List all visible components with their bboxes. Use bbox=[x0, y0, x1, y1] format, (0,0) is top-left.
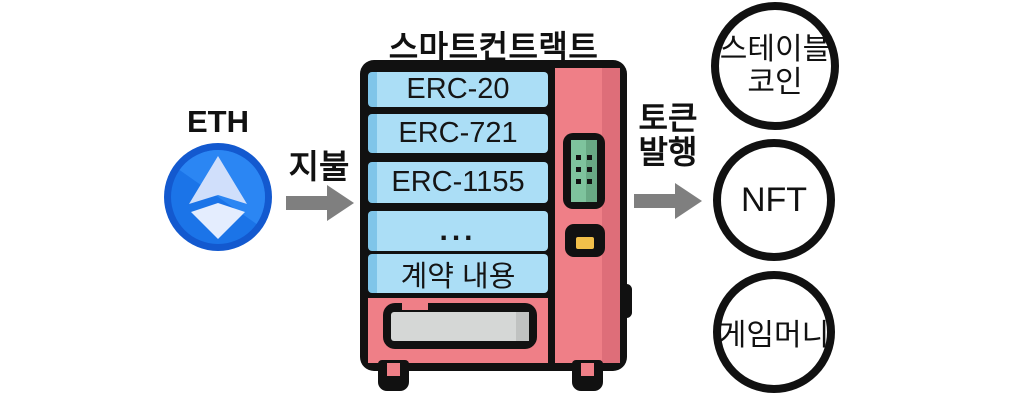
tray-shade bbox=[516, 312, 529, 341]
ethereum-coin-icon bbox=[163, 142, 273, 252]
machine-bottom-section bbox=[368, 298, 548, 363]
token-issue-label-line1: 토큰 bbox=[638, 100, 698, 136]
game-money-label: 게임머니 bbox=[718, 319, 830, 352]
output-nft: NFT bbox=[713, 139, 835, 261]
foot-pad bbox=[387, 363, 400, 376]
machine-title: 스마트컨트랙트 bbox=[388, 29, 599, 65]
slot-contract-contents: 계약 내용 bbox=[368, 254, 548, 293]
token-issue-label-line2: 발행 bbox=[638, 133, 698, 170]
coin-slot-hole bbox=[576, 237, 594, 249]
panel-shade bbox=[602, 68, 620, 363]
keypad-icon bbox=[563, 133, 605, 209]
token-issue-arrow-icon bbox=[634, 181, 702, 221]
slot-erc1155: ERC-1155 bbox=[368, 162, 548, 203]
dispense-tray-opening bbox=[391, 312, 529, 341]
dispense-tray bbox=[383, 303, 537, 349]
slot-ellipsis: ... bbox=[368, 211, 548, 251]
nft-label: NFT bbox=[740, 180, 808, 219]
output-game-money: 게임머니 bbox=[713, 271, 835, 393]
output-stablecoin: 스테이블 코인 bbox=[711, 2, 839, 130]
coin-slot-icon bbox=[565, 224, 605, 257]
foot-pad bbox=[581, 363, 594, 376]
stablecoin-label-line2: 코인 bbox=[747, 66, 803, 99]
vending-machine: ERC-20 ERC-721 ERC-1155 ... 계약 내용 bbox=[360, 60, 627, 371]
payment-arrow-icon bbox=[286, 183, 354, 223]
tray-notch bbox=[402, 303, 428, 310]
machine-foot-right bbox=[572, 360, 603, 391]
payment-arrow-label: 지불 bbox=[288, 148, 350, 185]
slot-erc721: ERC-721 bbox=[368, 114, 548, 153]
machine-foot-left bbox=[378, 360, 409, 391]
token-issue-label: 토큰 발행 bbox=[628, 100, 708, 170]
eth-label: ETH bbox=[187, 104, 249, 139]
machine-hinge bbox=[621, 284, 632, 318]
machine-side-panel bbox=[555, 68, 620, 363]
stablecoin-label-line1: 스테이블 bbox=[719, 33, 831, 66]
slot-erc20: ERC-20 bbox=[368, 72, 548, 107]
ethereum-coin-svg bbox=[164, 143, 272, 251]
